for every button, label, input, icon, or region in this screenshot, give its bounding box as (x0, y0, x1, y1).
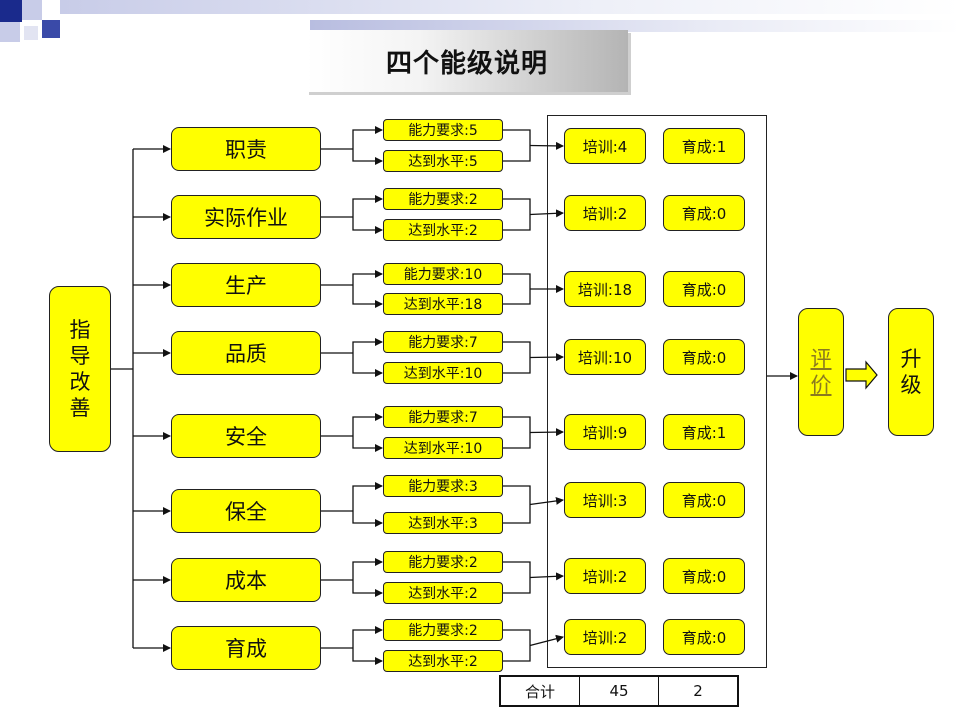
training-box: 培训:2 (564, 619, 646, 655)
training-box: 培训:2 (564, 195, 646, 231)
cultivation-box: 育成:0 (663, 271, 745, 307)
merge-bracket (503, 129, 531, 162)
achieved-box: 达到水平:10 (383, 437, 503, 459)
evaluate-box: 评价 (798, 308, 844, 436)
achieved-box: 达到水平:3 (383, 512, 503, 534)
achieved-box: 达到水平:10 (383, 362, 503, 384)
training-arrow (529, 572, 564, 581)
training-box: 培训:3 (564, 482, 646, 518)
achieved-arrow (352, 436, 383, 452)
guide-improve-label: 指导改善 (69, 318, 91, 420)
achieved-arrow (352, 149, 383, 165)
cultivation-box: 育成:1 (663, 414, 745, 450)
requirement-box: 能力要求:2 (383, 619, 503, 641)
training-arrow (529, 428, 564, 437)
cultivation-box: 育成:0 (663, 619, 745, 655)
category-box: 保全 (171, 489, 321, 533)
category-box: 育成 (171, 626, 321, 670)
cultivation-box: 育成:0 (663, 339, 745, 375)
requirement-arrow (352, 338, 383, 353)
requirement-box: 能力要求:10 (383, 263, 503, 285)
corner-deco-light (0, 22, 20, 42)
requirement-arrow (352, 626, 383, 648)
category-box: 职责 (171, 127, 321, 171)
training-arrow (529, 141, 564, 150)
requirement-box: 能力要求:7 (383, 406, 503, 428)
upgrade-label: 升级 (900, 347, 922, 397)
training-arrow (529, 634, 564, 647)
training-box: 培训:10 (564, 339, 646, 375)
total-training: 45 (579, 677, 658, 705)
header-gradient-bar (310, 20, 960, 32)
requirement-box: 能力要求:7 (383, 331, 503, 353)
upgrade-arrow-icon (845, 360, 878, 390)
requirement-box: 能力要求:3 (383, 475, 503, 497)
training-box: 培训:4 (564, 128, 646, 164)
cultivation-box: 育成:0 (663, 482, 745, 518)
achieved-box: 达到水平:2 (383, 219, 503, 241)
achieved-arrow (352, 217, 383, 234)
category-box: 品质 (171, 331, 321, 375)
merge-bracket (503, 273, 531, 305)
achieved-arrow (352, 353, 383, 377)
requirement-arrow (352, 558, 383, 580)
requirement-box: 能力要求:5 (383, 119, 503, 141)
achieved-arrow (352, 511, 383, 527)
achieved-box: 达到水平:2 (383, 650, 503, 672)
merge-bracket (503, 416, 531, 449)
total-label: 合计 (524, 682, 555, 701)
corner-deco-light (24, 26, 38, 40)
achieved-arrow (352, 580, 383, 597)
requirement-arrow (352, 482, 383, 511)
cultivation-box: 育成:0 (663, 195, 745, 231)
guide-improve-box: 指导改善 (49, 286, 111, 452)
title-banner: 四个能级说明 (306, 30, 628, 92)
achieved-box: 达到水平:18 (383, 293, 503, 315)
requirement-box: 能力要求:2 (383, 188, 503, 210)
training-arrow (529, 209, 564, 218)
upgrade-box: 升级 (888, 308, 934, 436)
page-title: 四个能级说明 (385, 48, 548, 79)
corner-deco-dark (42, 20, 60, 38)
merge-bracket (503, 629, 531, 662)
category-box: 安全 (171, 414, 321, 458)
merge-bracket (503, 198, 531, 231)
training-box: 培训:9 (564, 414, 646, 450)
requirement-arrow (352, 126, 383, 149)
category-box: 实际作业 (171, 195, 321, 239)
training-box: 培训:18 (564, 271, 646, 307)
requirement-box: 能力要求:2 (383, 551, 503, 573)
training-box: 培训:2 (564, 558, 646, 594)
achieved-arrow (352, 648, 383, 665)
requirement-arrow (352, 270, 383, 285)
training-arrow (529, 496, 564, 506)
category-box: 生产 (171, 263, 321, 307)
header-gradient-bar (60, 0, 960, 14)
corner-deco-light (22, 0, 42, 20)
merge-bracket (503, 341, 531, 374)
total-table: 合计 45 2 (499, 675, 739, 707)
evaluate-label[interactable]: 评价 (810, 347, 832, 397)
requirement-arrow (352, 195, 383, 217)
category-box: 成本 (171, 558, 321, 602)
corner-deco-dark (0, 0, 22, 22)
merge-bracket (503, 561, 531, 594)
achieved-box: 达到水平:5 (383, 150, 503, 172)
achieved-arrow (352, 285, 383, 308)
cultivation-box: 育成:1 (663, 128, 745, 164)
total-cultivation: 2 (658, 677, 737, 705)
merge-bracket (503, 485, 531, 524)
requirement-arrow (352, 413, 383, 436)
training-arrow (529, 353, 564, 362)
achieved-box: 达到水平:2 (383, 582, 503, 604)
cultivation-box: 育成:0 (663, 558, 745, 594)
